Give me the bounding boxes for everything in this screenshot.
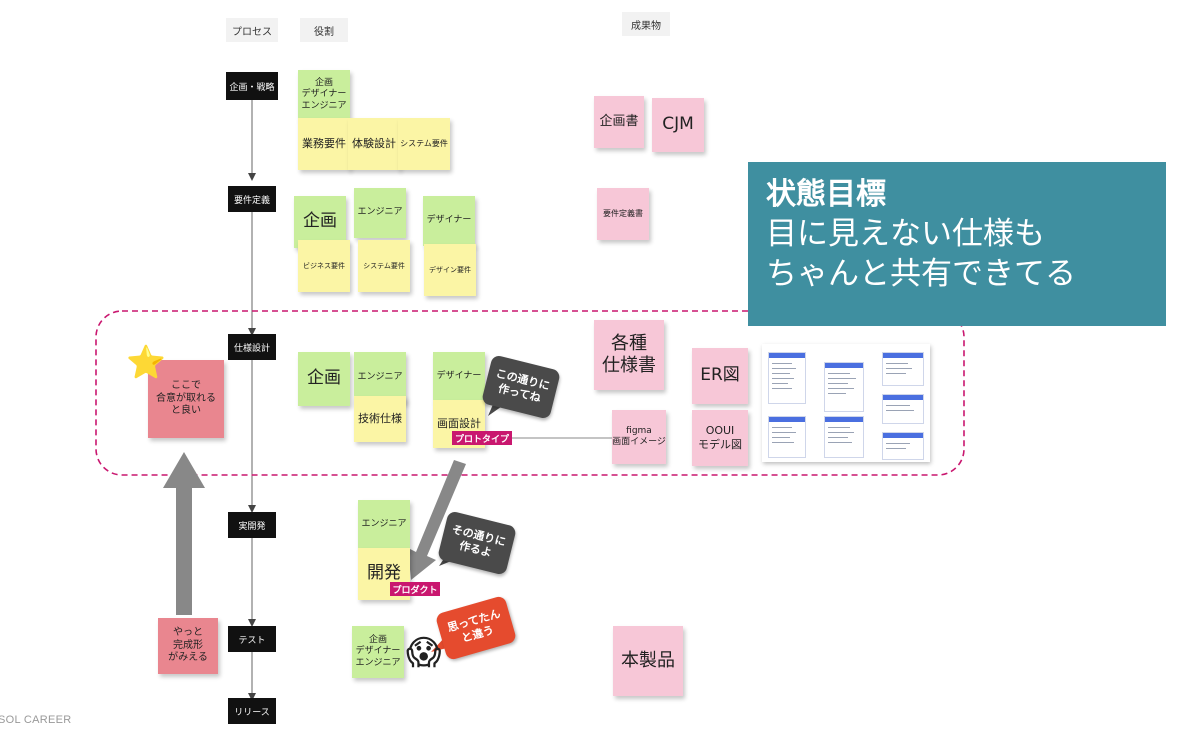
deliverable-plan-doc: 企画書 [594, 96, 644, 148]
note-system-requirements: システム要件 [398, 118, 450, 170]
header-deliverable: 成果物 [622, 12, 670, 36]
star-icon: ⭐ [126, 343, 166, 381]
note-req-designer: デザイナー [423, 196, 475, 246]
process-requirements: 要件定義 [228, 186, 276, 212]
deliverable-figma: figma 画面イメージ [612, 410, 666, 464]
deliverable-specs: 各種 仕様書 [594, 320, 664, 390]
callout-body: 目に見えない仕様も ちゃんと共有できてる [766, 215, 1076, 292]
note-req-planner: 企画 [294, 196, 346, 248]
goal-callout: 状態目標 目に見えない仕様も ちゃんと共有できてる [748, 162, 1166, 326]
note-req-engineer: エンジニア [354, 188, 406, 238]
footer-brand: SOL CAREER [0, 714, 72, 726]
up-arrow [163, 452, 205, 615]
tag-prototype: プロトタイプ [452, 431, 512, 445]
note-spec-engineer: エンジニア [354, 352, 406, 404]
deliverable-ooui: OOUI モデル図 [692, 410, 748, 466]
note-strategy-team: 企画 デザイナー エンジニア [298, 70, 350, 120]
process-strategy: 企画・戦略 [226, 72, 278, 100]
note-design-req: デザイン要件 [424, 244, 476, 296]
header-process: プロセス [226, 18, 278, 42]
note-spec-planner: 企画 [298, 352, 350, 406]
note-business-req2: ビジネス要件 [298, 240, 350, 292]
note-finally: やっと 完成形 がみえる [158, 618, 218, 674]
note-spec-designer: デザイナー [433, 352, 485, 402]
note-tech-spec: 技術仕様 [354, 396, 406, 442]
deliverable-product: 本製品 [613, 626, 683, 696]
note-agreement: ここで 合意が取れる と良い [148, 360, 224, 438]
deliverable-req-doc: 要件定義書 [597, 188, 649, 240]
header-role: 役割 [300, 18, 348, 42]
note-business-requirements: 業務要件 [298, 118, 350, 170]
tag-product: プロダクト [390, 582, 440, 596]
note-dev-engineer: エンジニア [358, 500, 410, 550]
deliverable-cjm: CJM [652, 98, 704, 152]
process-development: 実開発 [228, 512, 276, 538]
screaming-face-icon: 😱 [406, 633, 442, 673]
callout-title: 状態目標 [766, 177, 886, 212]
process-release: リリース [228, 698, 276, 724]
note-test-team: 企画 デザイナー エンジニア [352, 626, 404, 678]
note-ux-design: 体験設計 [348, 118, 400, 170]
agreement-region [95, 310, 965, 476]
er-diagram-image [762, 344, 930, 462]
deliverable-er: ER図 [692, 348, 748, 404]
down-arrow [408, 460, 466, 580]
process-test: テスト [228, 626, 276, 652]
note-system-req2: システム要件 [358, 240, 410, 292]
process-spec-design: 仕様設計 [228, 334, 276, 360]
